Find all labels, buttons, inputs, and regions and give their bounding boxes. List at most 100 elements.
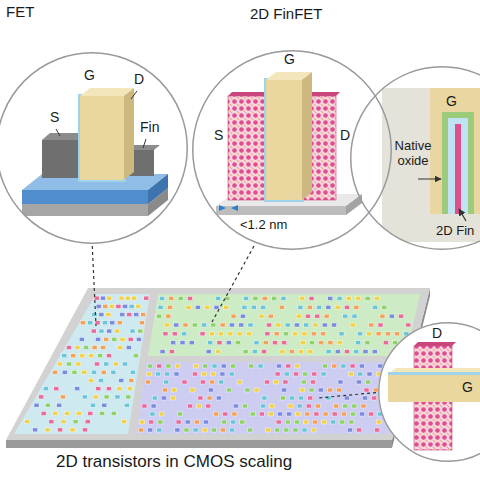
transistor-cube xyxy=(393,341,398,345)
transistor-cube xyxy=(314,412,319,416)
transistor-cube xyxy=(307,305,312,309)
transistor-cube xyxy=(41,411,46,415)
transistor-cube xyxy=(385,332,390,336)
transistor-cube xyxy=(406,323,411,327)
transistor-cube xyxy=(280,350,285,354)
transistor-cube xyxy=(172,388,177,392)
transistor-cube xyxy=(62,370,67,374)
transistor-cube xyxy=(225,296,230,300)
transistor-cube xyxy=(217,341,222,345)
transistor-cube xyxy=(164,380,169,384)
transistor-cube xyxy=(308,350,313,354)
transistor-cube xyxy=(309,388,314,392)
transistor-cube xyxy=(148,364,153,368)
transistor-cube xyxy=(231,314,236,318)
transistor-cube xyxy=(202,372,207,376)
transistor-cube xyxy=(327,388,332,392)
transistor-cube xyxy=(25,420,30,424)
transistor-cube xyxy=(211,372,216,376)
transistor-cube xyxy=(133,354,138,358)
transistor-cube xyxy=(212,364,217,368)
transistor-cube xyxy=(279,305,284,309)
transistor-cube xyxy=(57,403,62,407)
transistor-cube xyxy=(174,323,179,327)
transistor-cube xyxy=(251,305,256,309)
transistor-cube xyxy=(343,404,348,408)
transistor-cube xyxy=(157,428,162,432)
transistor-cube xyxy=(79,337,84,341)
transistor-cube xyxy=(340,420,345,424)
part-label: 2D Fin xyxy=(436,224,474,238)
transistor-cube xyxy=(244,296,249,300)
transistor-cube xyxy=(111,411,116,415)
transistor-cube xyxy=(242,305,247,309)
transistor-cube xyxy=(159,412,164,416)
transistor-cube xyxy=(99,378,104,382)
transistor-cube xyxy=(229,323,234,327)
transistor-cube xyxy=(49,420,54,424)
transistor-cube xyxy=(240,314,245,318)
transistor-cube xyxy=(363,396,368,400)
transistor-cube xyxy=(54,387,59,391)
transistor-cube xyxy=(301,380,306,384)
transistor-cube xyxy=(341,412,346,416)
transistor-cube xyxy=(76,411,81,415)
transistor-cube xyxy=(311,332,316,336)
transistor-cube xyxy=(158,420,163,424)
transistor-cube xyxy=(139,321,144,325)
native-oxide xyxy=(442,112,474,214)
substrate xyxy=(216,206,346,215)
oxide-side xyxy=(148,174,168,204)
transistor-cube xyxy=(358,372,363,376)
transistor-cube xyxy=(231,420,236,424)
oxide-front xyxy=(22,190,148,204)
transistor-cube xyxy=(350,412,355,416)
transistor-cube xyxy=(229,428,234,432)
transistor-cube xyxy=(293,332,298,336)
transistor-cube xyxy=(285,420,290,424)
transistor-cube xyxy=(53,411,58,415)
transistor-cube xyxy=(121,420,126,424)
transistor-cube xyxy=(341,364,346,368)
transistor-cube xyxy=(157,364,162,368)
transistor-cube xyxy=(281,296,286,300)
transistor-cube xyxy=(337,388,342,392)
transistor-cube xyxy=(104,395,109,399)
transistor-cube xyxy=(103,304,108,308)
gate-block xyxy=(124,88,134,180)
transistor-cube xyxy=(320,332,325,336)
transistor-cube xyxy=(221,364,226,368)
transistor-cube xyxy=(76,362,81,366)
transistor-cube xyxy=(136,304,141,308)
transistor-cube xyxy=(276,420,281,424)
transistor-cube xyxy=(356,380,361,384)
transistor-cube xyxy=(243,350,248,354)
source-block xyxy=(42,140,80,178)
transistor-cube xyxy=(249,364,254,368)
transistor-cube xyxy=(83,428,88,432)
transistor-cube xyxy=(309,341,314,345)
circle-ground xyxy=(350,66,480,250)
si-finfet-drawing xyxy=(22,88,168,216)
circle-callout: 2D FinFETSGD<1.2 nm xyxy=(192,50,392,250)
transistor-cube xyxy=(182,332,187,336)
part-leaders xyxy=(56,91,146,148)
gate-section xyxy=(430,88,480,214)
transistor-cube xyxy=(359,364,364,368)
transistor-cube xyxy=(282,341,287,345)
circle-ground xyxy=(0,52,188,244)
transistor-cube xyxy=(345,350,350,354)
transistor-cube xyxy=(315,314,320,318)
transistor-cube xyxy=(284,428,289,432)
transistor-cube xyxy=(214,412,219,416)
transistor-cube xyxy=(295,364,300,368)
transistor-cube xyxy=(98,354,103,358)
transistor-cube xyxy=(82,370,87,374)
transistor-cube xyxy=(171,341,176,345)
transistor-cube xyxy=(75,387,80,391)
leader-line xyxy=(143,139,146,148)
transistor-cube xyxy=(80,321,85,325)
